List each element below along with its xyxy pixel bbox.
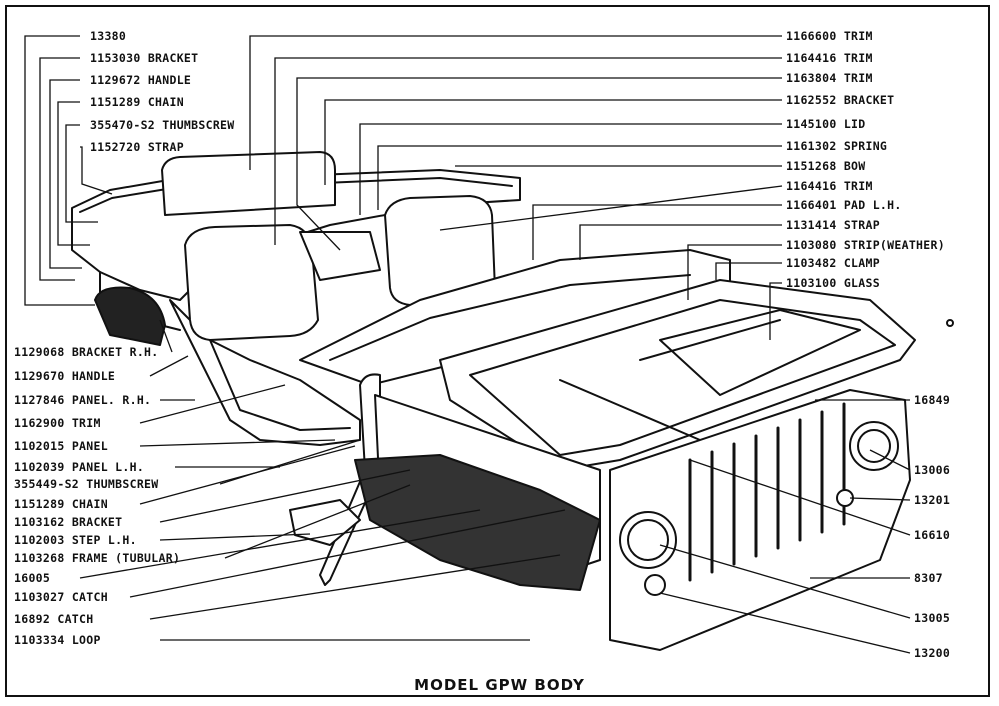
label-1102003: 1102003 STEP L.H. xyxy=(14,533,137,547)
label-1129068: 1129068 BRACKET R.H. xyxy=(14,345,159,359)
label-1102015: 1102015 PANEL xyxy=(14,439,108,453)
label-1162552: 1162552 BRACKET xyxy=(786,93,895,107)
rear-seat-back xyxy=(161,151,336,216)
right-side-panel xyxy=(169,299,361,446)
windshield-glass xyxy=(659,309,861,396)
label-1127846: 1127846 PANEL. R.H. xyxy=(14,393,152,407)
label-1103027: 1103027 CATCH xyxy=(14,590,108,604)
label-1164416-top: 1164416 TRIM xyxy=(786,51,873,65)
label-13005: 13005 xyxy=(914,611,951,625)
fender xyxy=(354,454,601,591)
label-1102039: 1102039 PANEL L.H. xyxy=(14,460,145,474)
label-1151289-top: 1151289 CHAIN xyxy=(90,95,184,109)
grille xyxy=(609,389,911,651)
label-1161302: 1161302 SPRING xyxy=(786,139,888,153)
label-1129672: 1129672 HANDLE xyxy=(90,73,192,87)
label-16892: 16892 CATCH xyxy=(14,612,94,626)
label-1163804: 1163804 TRIM xyxy=(786,71,873,85)
label-13006: 13006 xyxy=(914,463,951,477)
label-1103268: 1103268 FRAME (TUBULAR) xyxy=(14,551,181,565)
label-1131414: 1131414 STRAP xyxy=(786,218,880,232)
label-1162900: 1162900 TRIM xyxy=(14,416,101,430)
label-16005: 16005 xyxy=(14,571,51,585)
label-1151289-bottom: 1151289 CHAIN xyxy=(14,497,108,511)
driver-seat xyxy=(184,224,319,341)
diagram-frame xyxy=(5,5,990,697)
hood xyxy=(299,249,731,386)
label-1103100: 1103100 GLASS xyxy=(786,276,880,290)
label-13201: 13201 xyxy=(914,493,951,507)
label-1145100: 1145100 LID xyxy=(786,117,866,131)
label-1151268: 1151268 BOW xyxy=(786,159,866,173)
rear-wheel-well xyxy=(94,286,166,346)
label-355449-s2: 355449-S2 THUMBSCREW xyxy=(14,477,159,491)
label-1103482: 1103482 CLAMP xyxy=(786,256,880,270)
tubular-frame xyxy=(319,373,381,586)
label-13380: 13380 xyxy=(90,29,127,43)
label-13200: 13200 xyxy=(914,646,951,660)
label-1103080: 1103080 STRIP(WEATHER) xyxy=(786,238,945,252)
label-1103334: 1103334 LOOP xyxy=(14,633,101,647)
diagram-caption: MODEL GPW BODY xyxy=(414,676,585,694)
label-16849: 16849 xyxy=(914,393,951,407)
label-1166401: 1166401 PAD L.H. xyxy=(786,198,902,212)
label-16610: 16610 xyxy=(914,528,951,542)
label-355470-s2: 355470-S2 THUMBSCREW xyxy=(90,118,235,132)
label-1164416-bottom: 1164416 TRIM xyxy=(786,179,873,193)
label-1103162: 1103162 BRACKET xyxy=(14,515,123,529)
label-1129670: 1129670 HANDLE xyxy=(14,369,116,383)
label-1153030: 1153030 BRACKET xyxy=(90,51,199,65)
label-1166600: 1166600 TRIM xyxy=(786,29,873,43)
label-1152720: 1152720 STRAP xyxy=(90,140,184,154)
label-8307: 8307 xyxy=(914,571,943,585)
